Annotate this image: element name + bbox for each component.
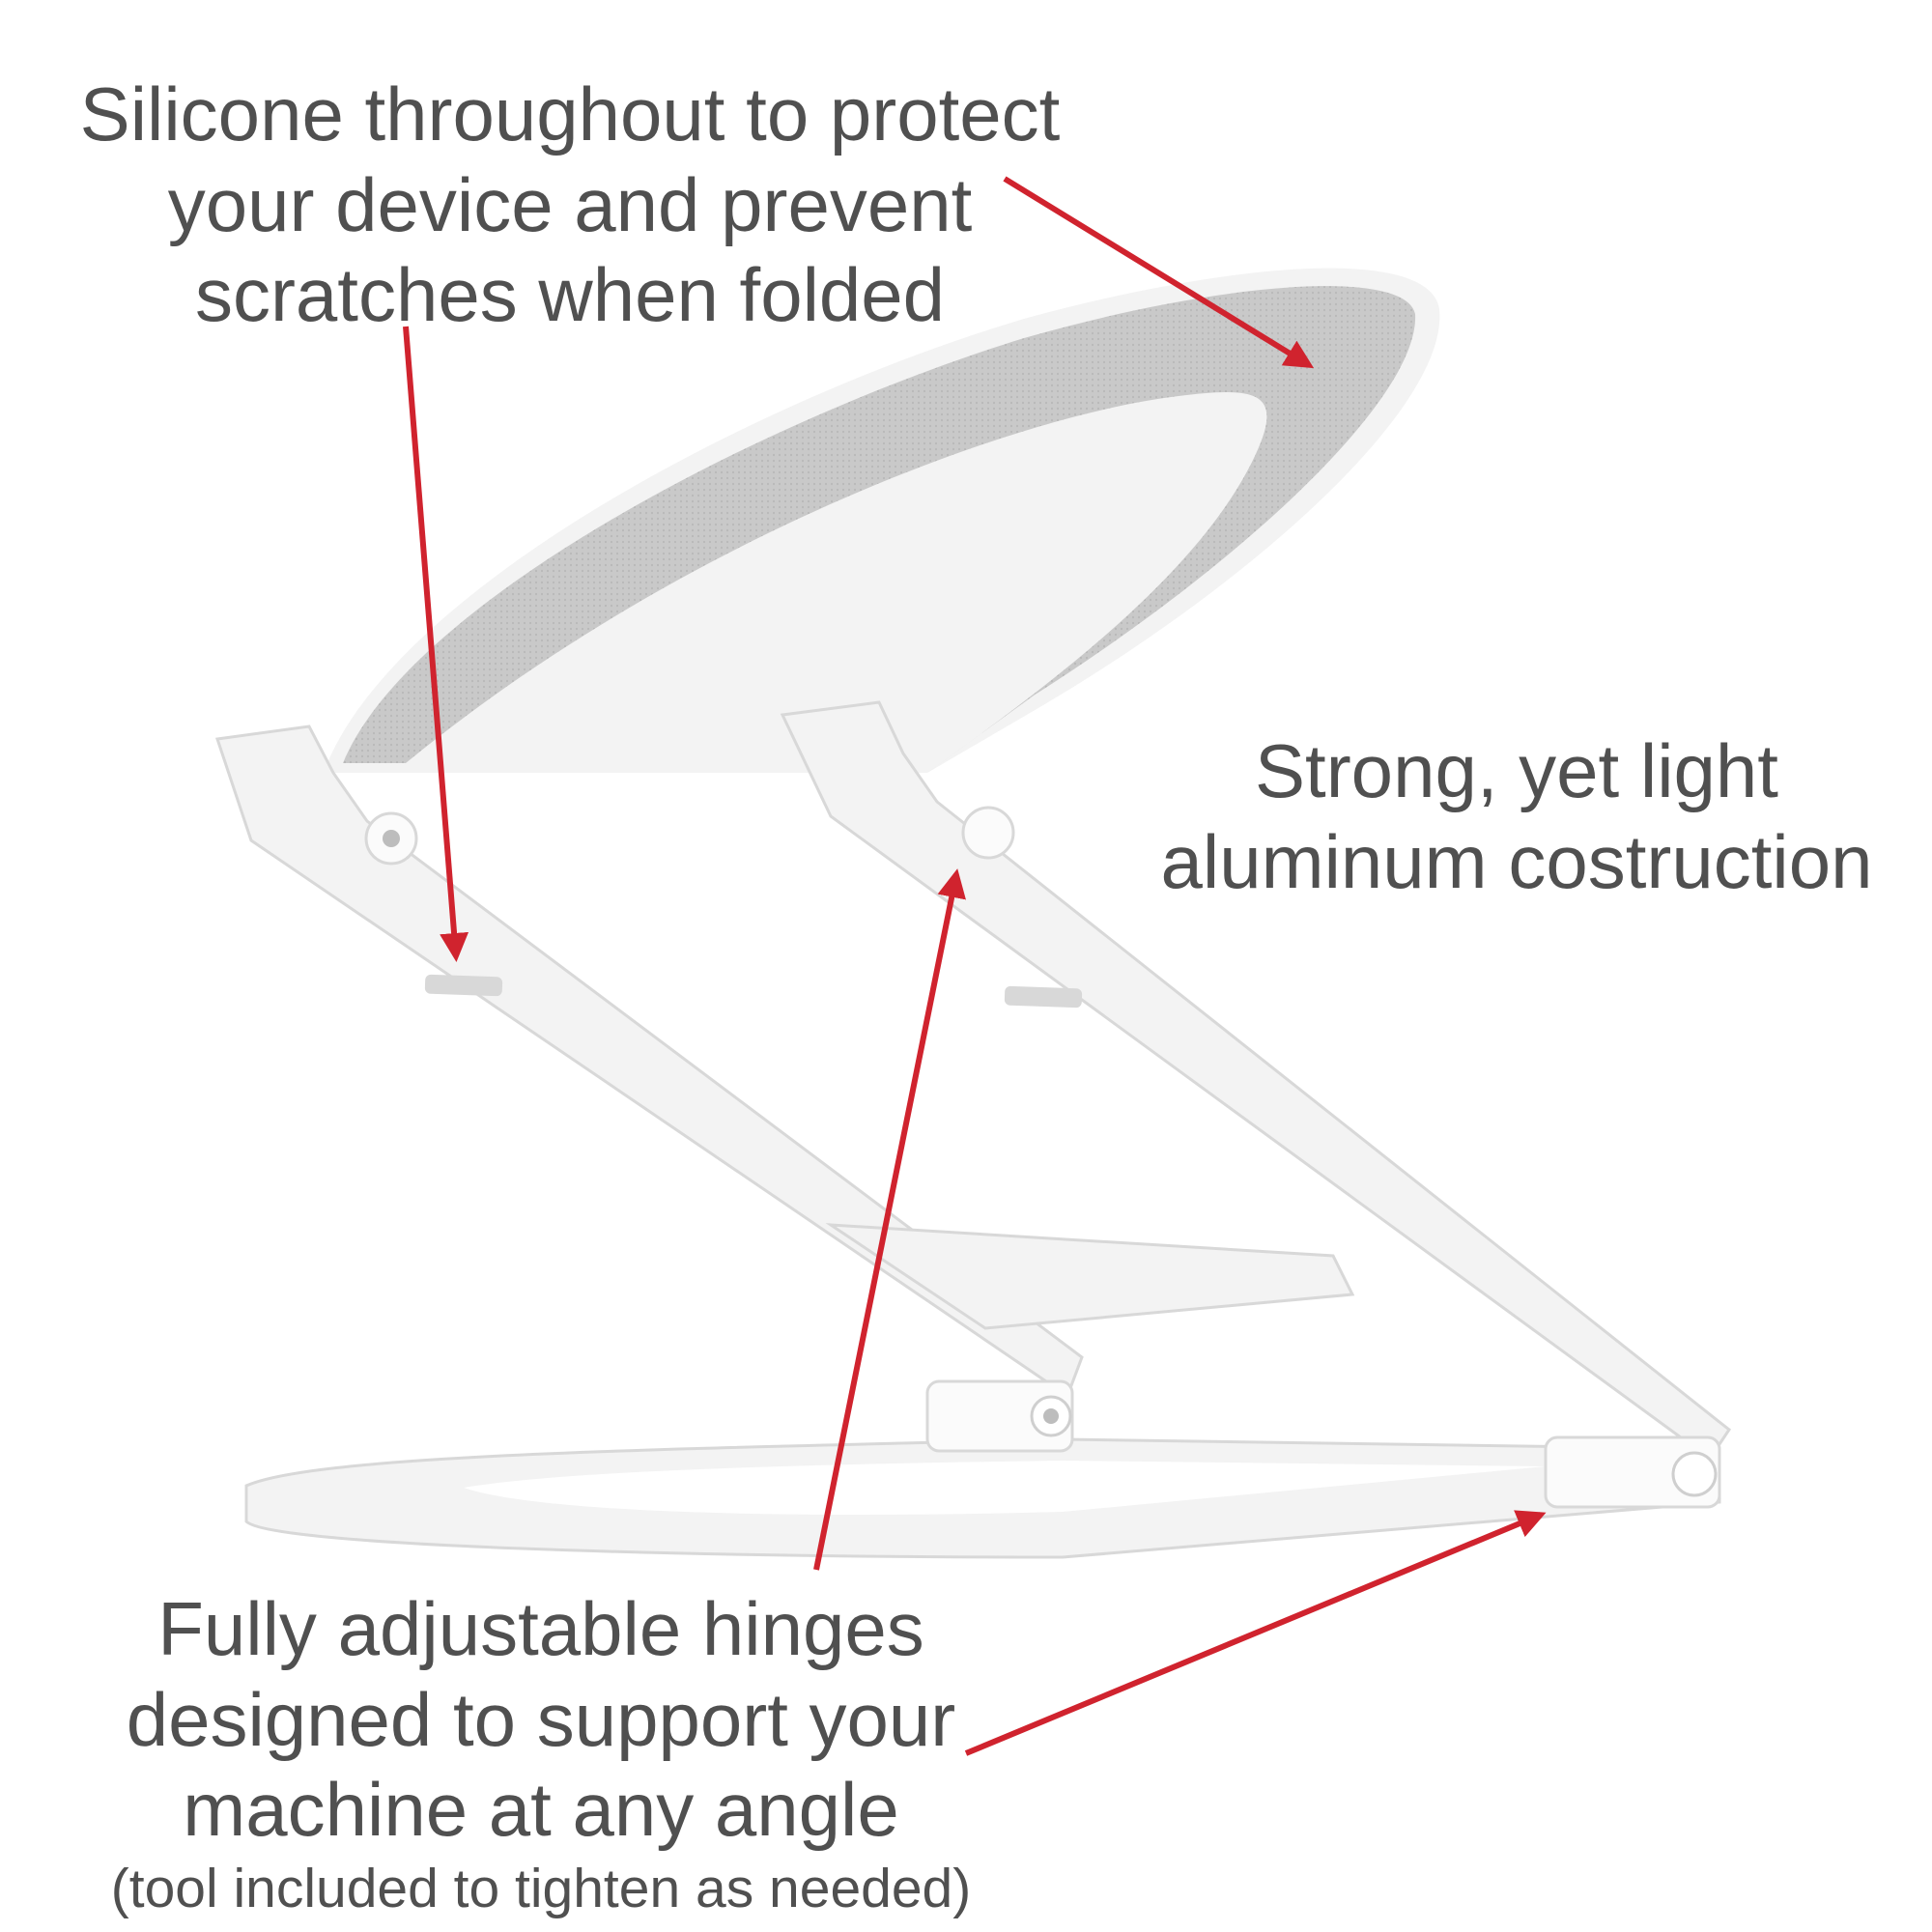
right-top-hinge <box>961 806 1015 860</box>
arrow-hinges-to-top-hinge <box>813 868 966 1571</box>
caption-silicone-line: your device and prevent <box>167 161 973 247</box>
caption-silicone-line: scratches when folded <box>194 252 946 338</box>
silicone-pad <box>343 286 1416 773</box>
caption-silicone: Silicone throughout to protect your devi… <box>58 70 1082 341</box>
crossbar <box>825 1223 1355 1330</box>
caption-hinges: Fully adjustable hinges designed to supp… <box>29 1584 1053 1921</box>
right-bottom-hinge <box>1544 1435 1721 1509</box>
arrow-silicone-to-arm <box>403 326 469 962</box>
caption-hinges-note: (tool included to tighten as needed) <box>110 1857 972 1919</box>
right-support-arm <box>780 700 1732 1462</box>
caption-hinges-line: designed to support your <box>126 1676 956 1762</box>
caption-strength-line: aluminum costruction <box>1160 818 1873 904</box>
caption-silicone-line: Silicone throughout to protect <box>79 71 1061 156</box>
caption-strength-line: Strong, yet light <box>1255 728 1778 813</box>
arrow-silicone-to-ring <box>1003 176 1315 369</box>
arrow-hinges-to-base-hinge <box>964 1510 1547 1756</box>
left-bottom-hinge <box>925 1379 1074 1453</box>
right-arm-pad <box>1004 985 1083 1009</box>
top-support-ring <box>324 268 1440 773</box>
caption-hinges-line: Fully adjustable hinges <box>157 1586 924 1671</box>
left-arm-pad <box>424 974 503 997</box>
base-ring <box>244 1437 1721 1559</box>
caption-hinges-line: machine at any angle <box>183 1767 899 1853</box>
caption-strength: Strong, yet light aluminum costruction <box>1140 726 1893 907</box>
